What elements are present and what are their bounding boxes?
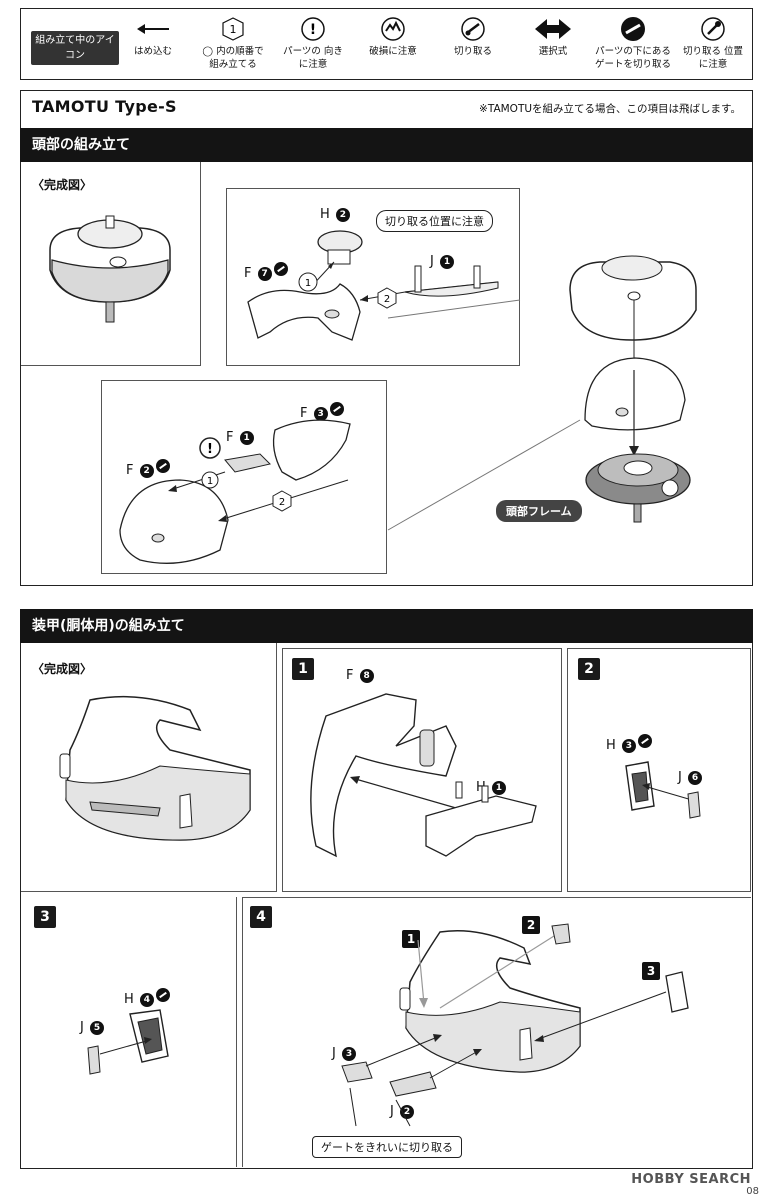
section-note: ※TAMOTUを組み立てる場合、この項目は飛ばします。	[479, 103, 741, 115]
damage-warning-icon	[381, 17, 405, 41]
svg-text:!: !	[207, 442, 213, 457]
double-arrow-icon	[535, 19, 571, 39]
svg-text:1: 1	[207, 476, 213, 487]
part-j2: J 2	[390, 1104, 414, 1119]
armor-step4-drawing	[341, 923, 689, 1127]
legend-item-direction: ! パーツの 向きに注意	[273, 15, 353, 77]
legend-item-fit: はめ込む	[113, 15, 193, 77]
cut-icon	[461, 17, 485, 41]
legend-item-cut-position: 切り取る 位置に注意	[673, 15, 753, 77]
part-h3: H 3	[606, 734, 652, 753]
part-j5: J 5	[80, 1020, 104, 1035]
section-head-assembly	[20, 90, 753, 586]
svg-text:2: 2	[384, 294, 390, 305]
circle-number-icon: 1	[222, 17, 244, 41]
part-j1: J 1	[430, 254, 454, 269]
part-h2: H 2	[320, 207, 350, 222]
arrow-left-icon	[137, 24, 169, 34]
section-title: TAMOTU Type-S	[32, 97, 177, 116]
armor-step3-drawing	[87, 1009, 169, 1075]
armor-step1-drawing	[310, 693, 537, 858]
head-parts-lower-drawing: ! 1 2	[119, 419, 351, 564]
head-parts-upper-drawing: 1 2	[247, 230, 499, 341]
part-h4: H 4	[124, 988, 170, 1007]
cut-position-icon	[701, 17, 725, 41]
svg-text:2: 2	[279, 497, 285, 508]
svg-text:!: !	[310, 22, 316, 38]
head-assembly-bar: 頭部の組み立て	[20, 128, 753, 162]
part-f2: F 2	[126, 459, 170, 478]
armor-assembly-bar: 装甲(胴体用)の組み立て	[20, 609, 753, 643]
head-exploded-drawing	[387, 255, 697, 531]
watermark-logo: HOBBY SEARCH	[631, 1172, 751, 1187]
part-f1: F 1	[226, 430, 254, 445]
svg-text:1: 1	[305, 278, 311, 289]
cut-under-part-icon	[621, 17, 645, 41]
part-j6: J 6	[678, 770, 702, 785]
panel-badge-3: 3	[34, 906, 56, 928]
part-f7: F 7	[244, 262, 288, 281]
armor-completed-label: 〈完成図〉	[32, 662, 93, 676]
head-completed-drawing	[49, 215, 171, 323]
legend-item-damage: 破損に注意	[353, 15, 433, 77]
legend-item-cut: 切り取る	[433, 15, 513, 77]
part-h1: H 1	[476, 780, 506, 795]
page-number: 08	[746, 1186, 759, 1197]
armor-completed-drawing	[59, 695, 251, 841]
armor-step2-drawing	[625, 761, 701, 819]
panel-badge-1: 1	[292, 658, 314, 680]
head-frame-label: 頭部フレーム	[496, 500, 582, 522]
armor-step3-box	[21, 897, 237, 1167]
legend-item-cut-under: パーツの下にある ゲートを切り取る	[593, 15, 673, 77]
panel-badge-2: 2	[578, 658, 600, 680]
svg-text:1: 1	[230, 23, 237, 36]
cut-position-callout: 切り取る位置に注意	[376, 210, 493, 232]
p4-step-3: 3	[642, 962, 660, 980]
armor-step2-box	[567, 648, 751, 892]
icon-legend: 組み立て中のアイコン はめ込む 1 ◯ 内の順番で 組み立てる ! パーツの 向…	[20, 8, 753, 80]
p4-step-2: 2	[522, 916, 540, 934]
legend-item-select: 選択式	[513, 15, 593, 77]
gate-cut-callout: ゲートをきれいに切り取る	[312, 1136, 462, 1158]
part-f8: F 8	[346, 668, 374, 683]
part-f3: F 3	[300, 402, 344, 421]
panel-badge-4: 4	[250, 906, 272, 928]
attention-icon: !	[301, 17, 325, 41]
p4-step-1: 1	[402, 930, 420, 948]
legend-item-order: 1 ◯ 内の順番で 組み立てる	[193, 15, 273, 77]
legend-tag: 組み立て中のアイコン	[31, 31, 119, 65]
completed-label: 〈完成図〉	[32, 178, 93, 192]
part-j3: J 3	[332, 1046, 356, 1061]
